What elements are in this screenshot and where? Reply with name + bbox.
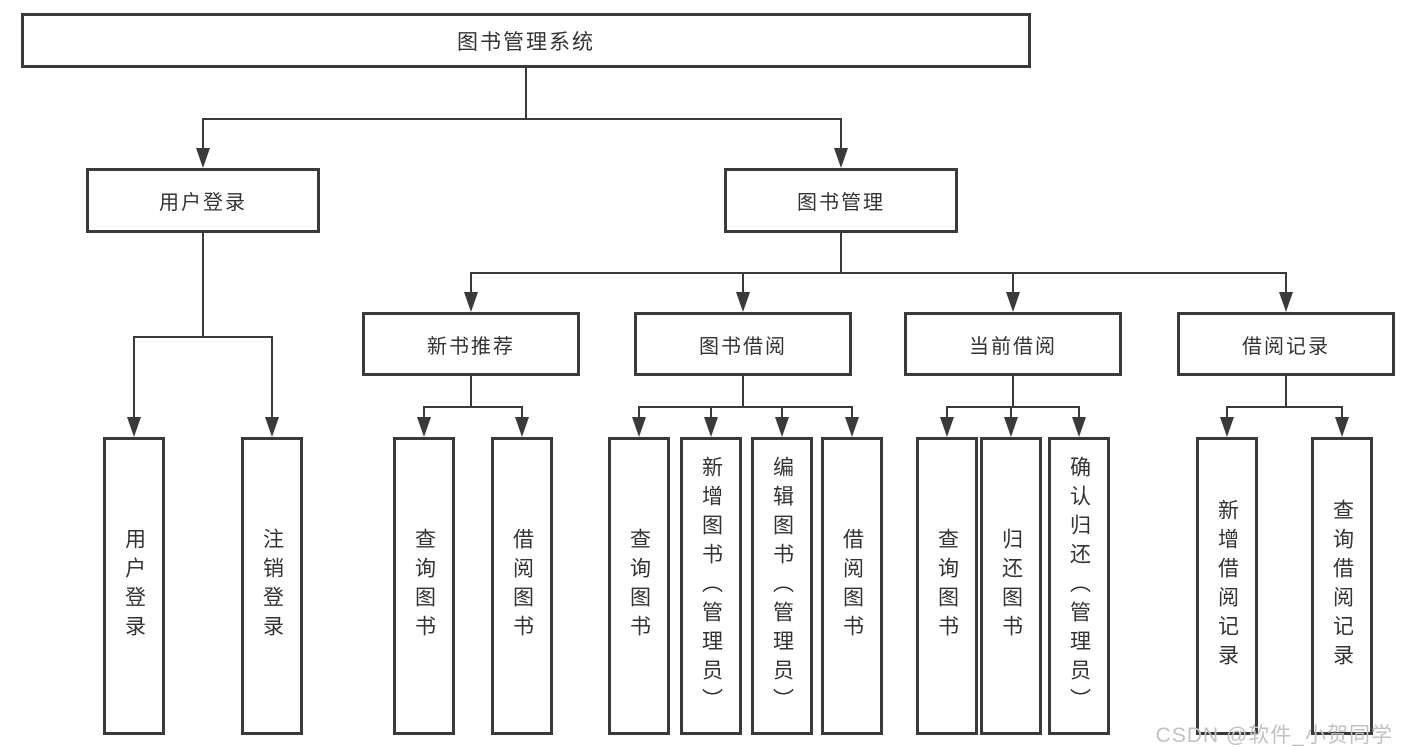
node-new-book-recommend: 新书推荐 [362,312,580,376]
connector [638,406,853,408]
leaf-recommend-query-books: 查询图书 [393,437,455,735]
arrowhead [1072,417,1086,437]
leaf-current-query-books-label: 查询图书 [935,528,959,644]
connector [423,406,523,408]
node-borrow-records-label: 借阅记录 [1242,335,1330,358]
arrowhead [464,292,478,312]
connector [133,336,135,419]
leaf-return-book-label: 归还图书 [999,528,1023,644]
node-current-borrow-label: 当前借阅 [969,335,1057,358]
connector [470,272,472,294]
leaf-borrow-book: 借阅图书 [821,437,883,735]
connector [781,406,783,419]
leaf-edit-book-admin: 编辑图书（管理员） [751,437,813,735]
connector [742,376,744,406]
connector [470,272,1287,274]
arrowhead [845,417,859,437]
leaf-confirm-return-admin: 确认归还（管理员） [1048,437,1110,735]
leaf-borrow-query-books-label: 查询图书 [627,528,651,644]
leaf-edit-book-admin-label: 编辑图书（管理员） [770,455,794,717]
arrowhead [704,417,718,437]
arrowhead [1006,292,1020,312]
connector [1010,406,1012,419]
leaf-logout: 注销登录 [241,437,303,735]
node-root-label: 图书管理系统 [457,30,595,54]
connector [638,406,640,419]
connector [202,233,204,336]
connector [525,68,527,118]
connector [1341,406,1343,419]
arrowhead [196,148,210,168]
leaf-query-borrow-record-label: 查询借阅记录 [1330,499,1354,673]
connector [1226,406,1228,419]
node-current-borrow: 当前借阅 [904,312,1122,376]
leaf-borrow-book-label: 借阅图书 [840,528,864,644]
node-user-login-label: 用户登录 [159,192,247,214]
connector [710,406,712,419]
node-root: 图书管理系统 [21,13,1031,68]
leaf-recommend-borrow-books-label: 借阅图书 [510,528,534,644]
leaf-current-query-books: 查询图书 [916,437,978,735]
node-book-management-label: 图书管理 [797,192,885,214]
connector [1285,272,1287,294]
node-book-borrow: 图书借阅 [634,312,852,376]
connector [840,118,842,150]
leaf-recommend-borrow-books: 借阅图书 [491,437,553,735]
arrowhead [1220,417,1234,437]
connector [1012,272,1014,294]
connector [133,336,273,338]
connector [946,406,948,419]
arrowhead [515,417,529,437]
node-user-login: 用户登录 [86,168,320,233]
connector [423,406,425,419]
arrowhead [1004,417,1018,437]
connector [470,376,472,406]
connector [742,272,744,294]
leaf-add-book-admin-label: 新增图书（管理员） [699,455,723,717]
connector [1285,376,1287,406]
arrowhead [417,417,431,437]
connector [840,233,842,272]
node-new-book-recommend-label: 新书推荐 [427,335,515,358]
watermark: CSDN @软件_小贺同学 [1155,724,1393,747]
connector [521,406,523,419]
connector [202,118,842,120]
leaf-confirm-return-admin-label: 确认归还（管理员） [1067,455,1091,717]
leaf-add-book-admin: 新增图书（管理员） [680,437,742,735]
leaf-logout-label: 注销登录 [260,528,284,644]
leaf-return-book: 归还图书 [980,437,1042,735]
arrowhead [736,292,750,312]
arrowhead [1335,417,1349,437]
arrowhead [834,148,848,168]
connector [1226,406,1343,408]
node-book-borrow-label: 图书借阅 [699,335,787,358]
leaf-query-borrow-record: 查询借阅记录 [1311,437,1373,735]
node-book-management: 图书管理 [724,168,958,233]
leaf-user-login: 用户登录 [103,437,165,735]
leaf-add-borrow-record: 新增借阅记录 [1196,437,1258,735]
arrowhead [1279,292,1293,312]
arrowhead [265,417,279,437]
connector [1012,376,1014,406]
connector [202,118,204,150]
arrowhead [127,417,141,437]
connector [946,406,1080,408]
connector [1078,406,1080,419]
arrowhead [775,417,789,437]
leaf-borrow-query-books: 查询图书 [608,437,670,735]
connector [851,406,853,419]
leaf-add-borrow-record-label: 新增借阅记录 [1215,499,1239,673]
leaf-recommend-query-books-label: 查询图书 [412,528,436,644]
connector [271,336,273,419]
arrowhead [940,417,954,437]
arrowhead [632,417,646,437]
node-borrow-records: 借阅记录 [1177,312,1395,376]
leaf-user-login-label: 用户登录 [122,528,146,644]
